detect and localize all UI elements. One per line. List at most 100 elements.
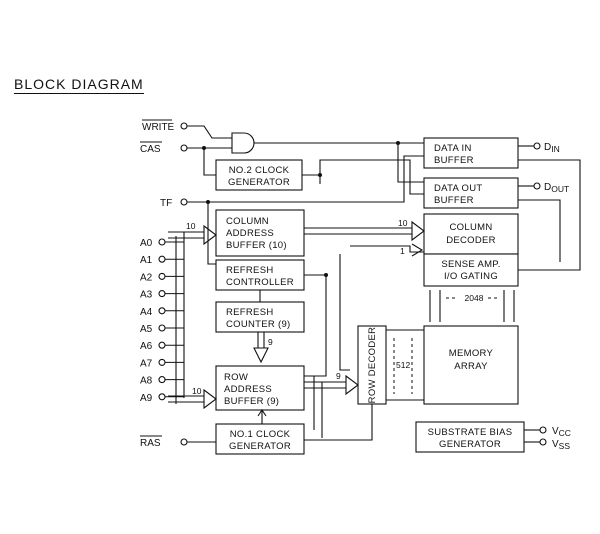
memory-line2: ARRAY — [454, 361, 488, 372]
address-pin-a1 — [158, 255, 166, 263]
col-addr-line2: ADDRESS — [226, 228, 274, 239]
no1-clock-generator-block — [215, 423, 305, 455]
vss-label: VSS — [552, 439, 570, 451]
col-out-arrow — [411, 220, 425, 242]
label-512: 512 — [396, 360, 410, 370]
pin-cas-label: CAS — [140, 144, 161, 155]
col-in-arrow — [203, 224, 217, 246]
vcc-pin — [539, 426, 547, 434]
tf-to-refresh-wire — [207, 202, 216, 265]
bus-label-col-out: 10 — [398, 218, 408, 228]
data-in-buffer-block — [423, 137, 519, 169]
row-addr-line2: ADDRESS — [224, 384, 272, 395]
address-pin-a6 — [158, 341, 166, 349]
gate-to-dout-wire — [397, 143, 424, 183]
row-address-buffer-block — [215, 365, 305, 411]
din-to-sense-wire — [518, 159, 581, 271]
row-decoder-label: ROW DECODER — [367, 327, 378, 404]
dout-from-sense-wire — [518, 199, 561, 262]
tf-pin — [180, 198, 188, 206]
refresh-ctrl-to-row-wire — [304, 274, 327, 377]
bus-label-col-in: 10 — [186, 221, 196, 231]
junction-cas — [202, 146, 206, 150]
dout-label: DOUT — [544, 182, 569, 194]
row-addr-line1: ROW — [224, 372, 248, 383]
address-pin-a7 — [158, 358, 166, 366]
row-out-arrow — [345, 374, 359, 396]
refresh-cnt-line2: COUNTER (9) — [226, 319, 291, 330]
ras-pin — [180, 438, 188, 446]
junction-gate — [396, 141, 400, 145]
col-addr-line1: COLUMN — [226, 216, 269, 227]
address-pin-a9 — [158, 393, 166, 401]
clock1-to-decoder-wire — [304, 404, 373, 441]
dout-pin — [533, 182, 541, 190]
memory-line1: MEMORY — [449, 348, 494, 359]
cas-pin — [180, 144, 188, 152]
and-gate — [231, 132, 255, 154]
pin-label-a2: A2 — [140, 272, 153, 283]
data-out-line2: BUFFER — [434, 195, 474, 206]
address-pin-a2 — [158, 272, 166, 280]
sense-amp-block — [423, 253, 519, 287]
pin-label-a6: A6 — [140, 341, 153, 352]
pin-label-a7: A7 — [140, 358, 153, 369]
diagram-title: BLOCK DIAGRAM — [14, 76, 144, 94]
din-pin — [533, 142, 541, 150]
no2-clock-line2: GENERATOR — [228, 177, 290, 188]
no2-clock-line1: NO.2 CLOCK — [229, 165, 290, 176]
pin-label-a3: A3 — [140, 290, 153, 301]
cas-to-clock2-wire — [203, 148, 216, 176]
col-one-arrow — [411, 243, 424, 257]
address-pin-a4 — [158, 307, 166, 315]
row-in-arrow — [203, 388, 217, 410]
address-pin-a5 — [158, 324, 166, 332]
address-pin-a0 — [158, 238, 166, 246]
pin-label-a1: A1 — [140, 255, 153, 266]
refresh-counter-block — [215, 301, 305, 333]
write-wire — [187, 125, 232, 139]
pin-tf-label: TF — [160, 198, 172, 209]
junction-refresh — [324, 273, 328, 277]
row-addr-line3: BUFFER (9) — [224, 396, 279, 407]
vss-pin — [539, 438, 547, 446]
data-in-line1: DATA IN — [434, 143, 472, 154]
vcc-label: VCC — [552, 426, 571, 438]
address-pin-a8 — [158, 376, 166, 384]
refresh-controller-block — [215, 259, 305, 291]
clock2-to-buffers-wire — [302, 159, 424, 195]
refresh-to-decoder-wire — [339, 254, 350, 371]
din-label: DIN — [544, 142, 560, 154]
bus-label-nine-row: 9 — [336, 371, 341, 381]
tf-wire — [187, 155, 424, 203]
row-decoder-block — [357, 325, 387, 405]
data-in-line2: BUFFER — [434, 155, 474, 166]
col-decoder-line1: COLUMN — [450, 222, 493, 233]
col-decoder-line2: DECODER — [446, 235, 496, 246]
sense-amp-line2: I/O GATING — [444, 271, 498, 282]
substrate-line1: SUBSTRATE BIAS — [428, 427, 513, 438]
write-pin — [180, 122, 188, 130]
pin-label-a4: A4 — [140, 307, 153, 318]
no1-clock-line1: NO.1 CLOCK — [230, 429, 291, 440]
label-2048: 2048 — [465, 293, 484, 303]
address-pin-a3 — [158, 290, 166, 298]
refresh-cnt-line1: REFRESH — [226, 307, 274, 318]
bus-label-row-in: 10 — [192, 386, 202, 396]
column-decoder-block — [423, 213, 519, 255]
col-one-wire — [350, 245, 424, 253]
pin-label-a5: A5 — [140, 324, 153, 335]
junction-clock2 — [318, 173, 322, 177]
data-out-buffer-block — [423, 177, 519, 209]
memory-array-block — [423, 325, 519, 405]
refresh-ctrl-line1: REFRESH — [226, 265, 274, 276]
counter-arrow — [253, 347, 269, 364]
column-address-buffer-block — [215, 209, 305, 257]
col-addr-line3: BUFFER (10) — [226, 240, 287, 251]
substrate-line2: GENERATOR — [439, 439, 501, 450]
bus-label-one: 1 — [400, 246, 405, 256]
no1-clock-line2: GENERATOR — [229, 441, 291, 452]
